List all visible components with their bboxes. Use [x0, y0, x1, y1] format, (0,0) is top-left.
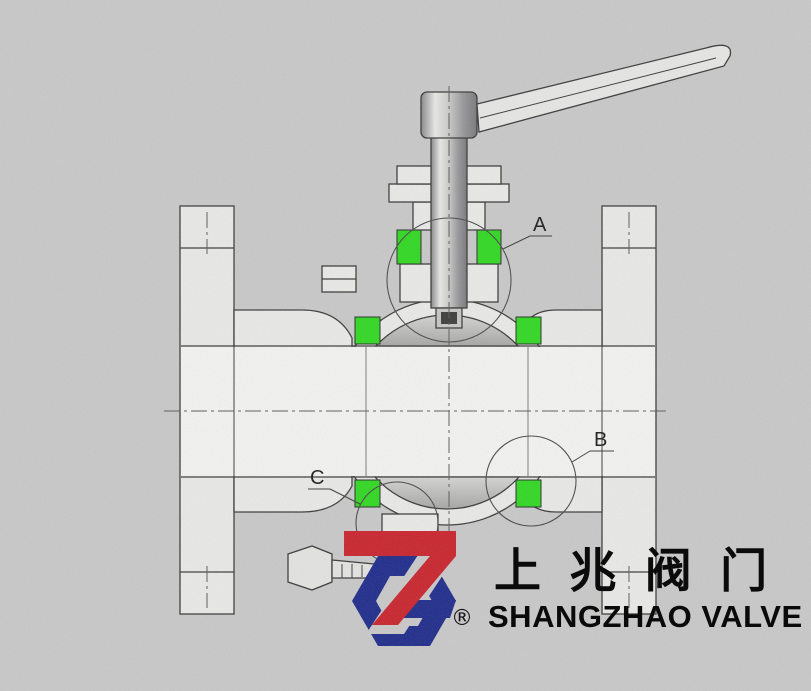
registered-trademark-icon: ® — [451, 606, 473, 631]
brand-name-english: SHANGZHAO VALVE — [488, 599, 803, 634]
brand-name-chinese: 上 兆 阀 门 — [494, 544, 774, 599]
